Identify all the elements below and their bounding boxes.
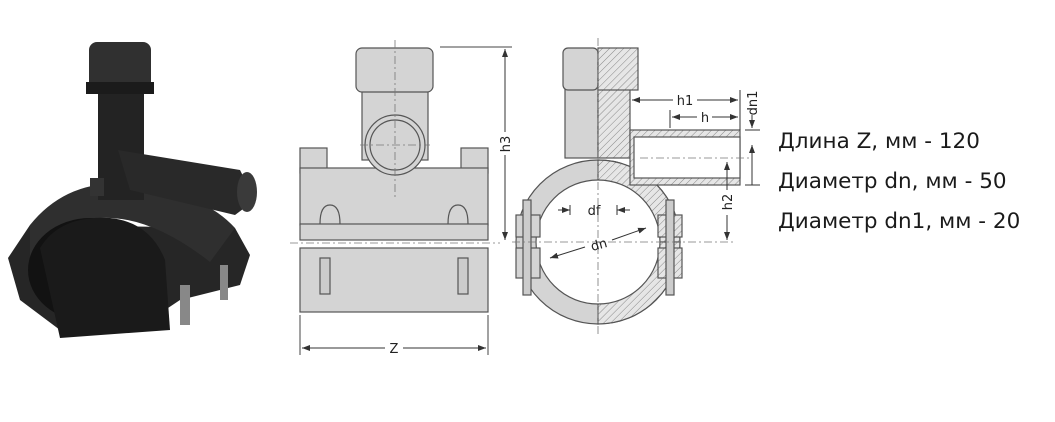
label-h3: h3 <box>499 136 514 153</box>
front-view <box>290 40 500 313</box>
label-df: df <box>588 204 601 219</box>
label-dn1: dn1 <box>746 91 761 116</box>
dimension-h3: h3 <box>440 46 514 240</box>
dimension-z: Z <box>299 315 489 357</box>
label-h2: h2 <box>721 194 736 211</box>
spec-diameter-dn: Диаметр dn, мм - 50 <box>778 169 1007 194</box>
side-dimensions <box>549 90 760 259</box>
label-h1: h1 <box>677 94 694 109</box>
label-z: Z <box>390 342 399 357</box>
spec-length-z: Длина Z, мм - 120 <box>778 129 980 154</box>
product-photo <box>8 42 257 338</box>
spec-list: Длина Z, мм - 120 Диаметр dn, мм - 50 Ди… <box>778 122 1020 242</box>
label-dn: dn <box>589 236 609 255</box>
spec-diameter-dn1: Диаметр dn1, мм - 20 <box>778 209 1021 234</box>
side-view <box>512 38 750 335</box>
label-h: h <box>701 111 709 126</box>
